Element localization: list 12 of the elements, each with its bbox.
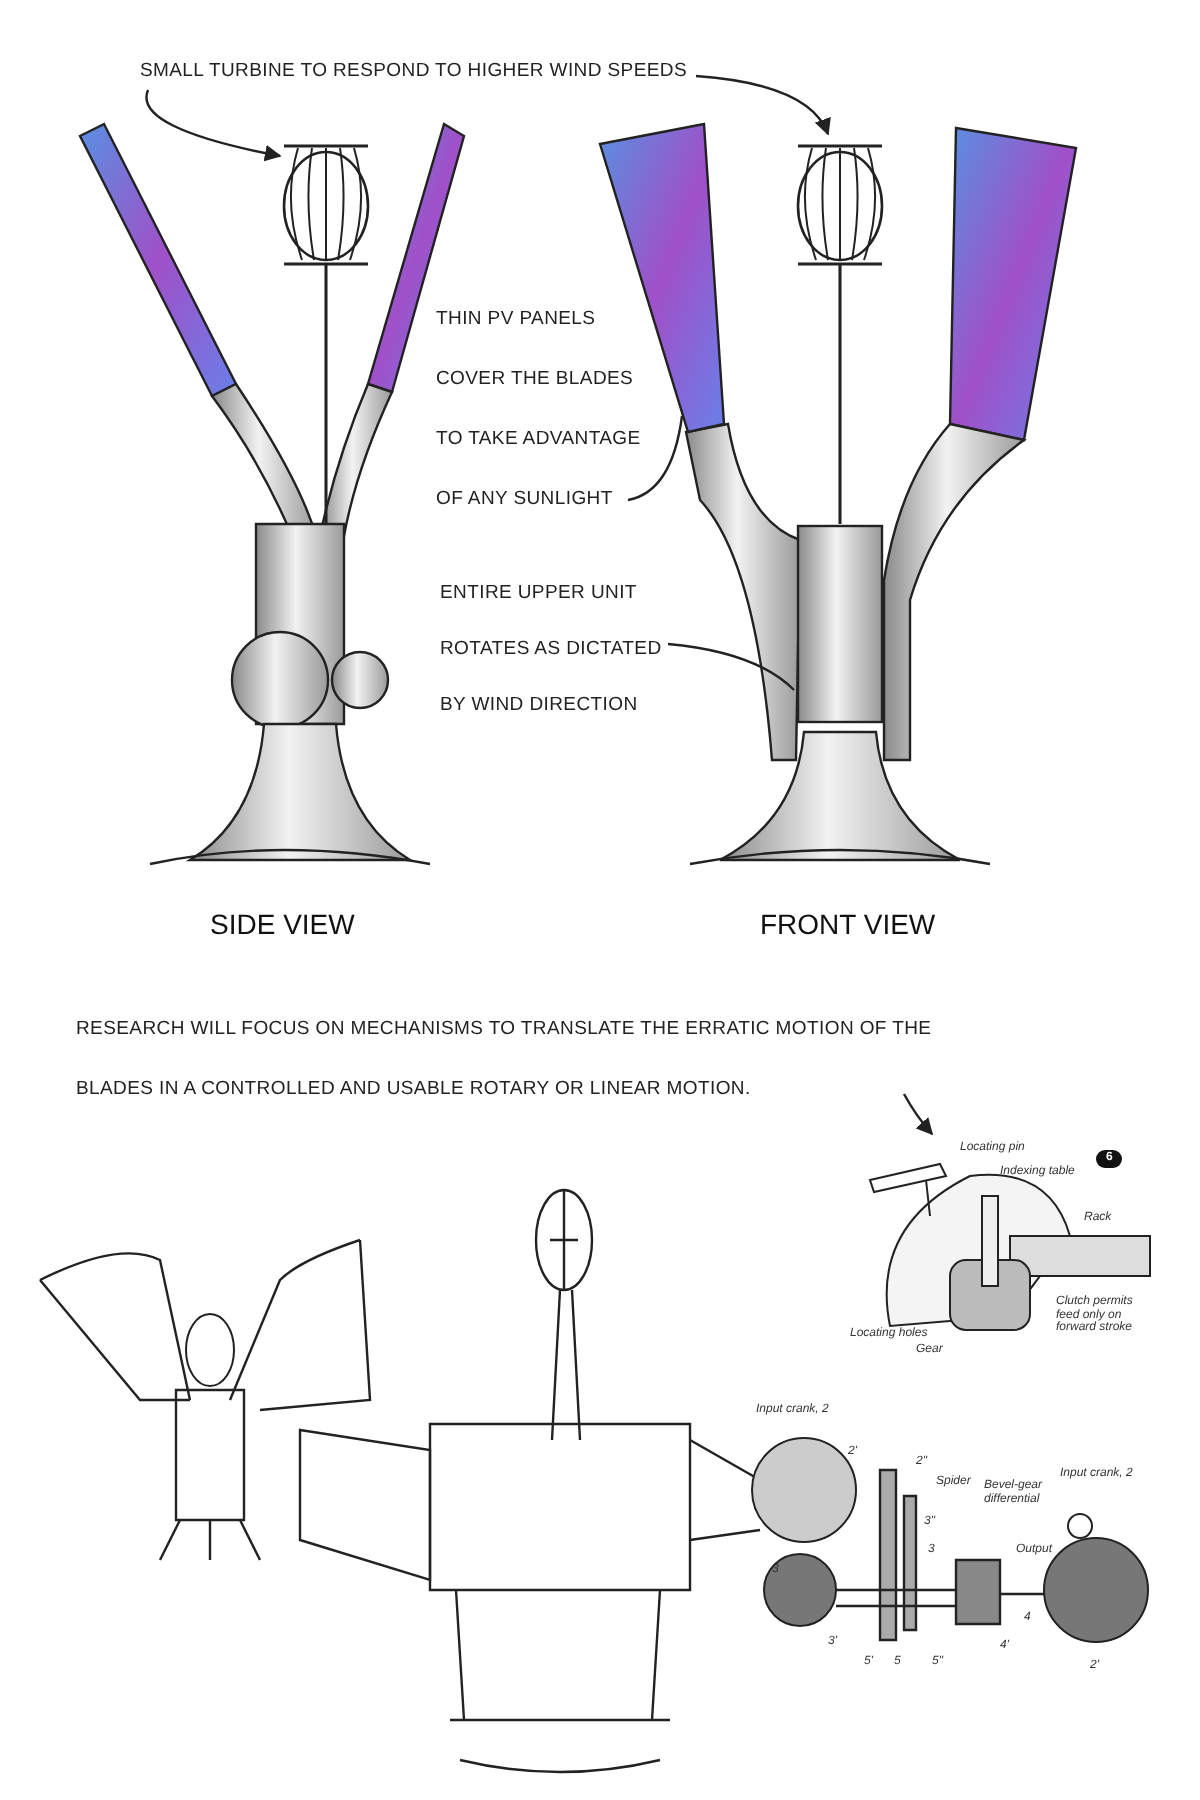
leader-arrow: [145, 89, 282, 162]
callout-text: THIN PV PANELS COVER THE BLADES TO TAKE ADVANTAGE OF ANY SUNLIGHT: [436, 290, 652, 530]
leader-arrow: [902, 1093, 934, 1136]
view-label: SIDE VIEW: [210, 910, 355, 941]
leader-arrow: [695, 74, 830, 136]
leader-line: [667, 642, 795, 691]
view-label: FRONT VIEW: [760, 910, 936, 941]
note-text: RESEARCH WILL FOCUS ON MECHANISMS TO TRANSLATE THE ERRATIC MOTION OF THE BLADES IN A CONTROLLED AND USABLE ROTARY OR LINEAR MOTION.: [76, 1000, 1006, 1120]
leader-line: [627, 415, 684, 502]
callout-text: SMALL TURBINE TO RESPOND TO HIGHER WIND SPEEDS: [140, 60, 687, 82]
cylinder-housing: [796, 524, 884, 724]
callout-text: ENTIRE UPPER UNIT ROTATES AS DICTATED BY WIND DIRECTION: [440, 566, 670, 734]
